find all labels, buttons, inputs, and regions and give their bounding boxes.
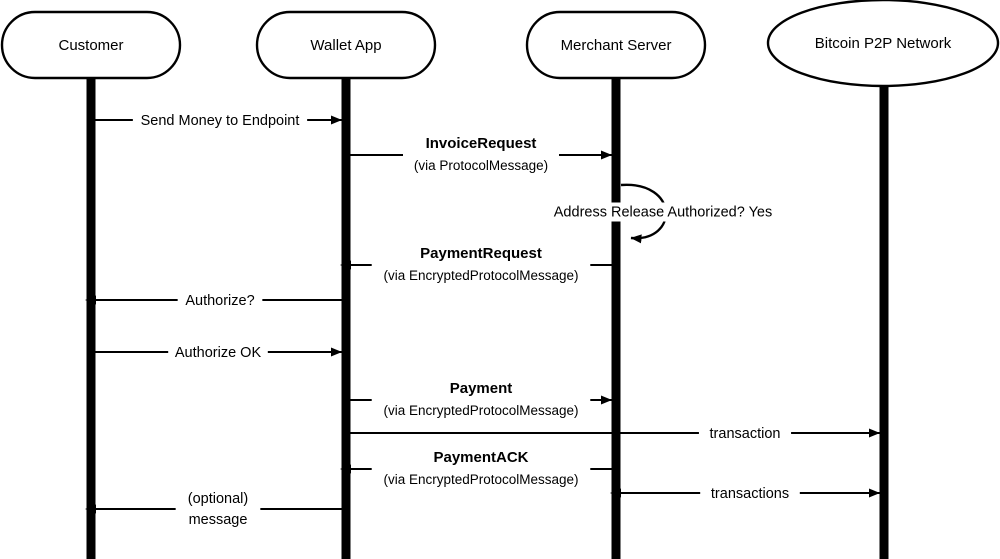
message-label-m7: Payment	[450, 380, 513, 397]
message-label-m6: Authorize OK	[175, 345, 262, 361]
participant-node-wallet[interactable]: Wallet App	[255, 10, 437, 80]
participant-node-bitcoin[interactable]: Bitcoin P2P Network	[766, 0, 1000, 88]
message-line-gap-m9	[371, 466, 591, 472]
message-sublabel-m11: message	[189, 512, 248, 528]
participant-node-customer[interactable]: Customer	[0, 10, 182, 80]
participant-shape-bitcoin	[766, 0, 1000, 88]
message-label-m10: transactions	[711, 486, 789, 502]
message-m9[interactable]: PaymentACK (via EncryptedProtocolMessage)	[340, 449, 612, 487]
message-m10[interactable]: transactions	[610, 483, 880, 503]
message-sublabel-m2: (via ProtocolMessage)	[414, 158, 548, 173]
participant-label-customer: Customer	[58, 37, 123, 54]
message-m2[interactable]: InvoiceRequest (via ProtocolMessage)	[350, 135, 612, 173]
participant-shape-wallet	[255, 10, 437, 80]
message-line-gap-m2	[402, 152, 560, 158]
message-line-gap-m4	[371, 262, 591, 268]
message-m8[interactable]: transaction	[350, 423, 880, 443]
participant-label-bitcoin: Bitcoin P2P Network	[815, 35, 952, 52]
message-sublabel-m7: (via EncryptedProtocolMessage)	[383, 403, 578, 418]
message-label-backdrop-m5	[177, 290, 263, 310]
message-m1[interactable]: Send Money to Endpoint	[95, 110, 342, 130]
message-label-backdrop-m10	[700, 483, 800, 503]
message-label-m3: Address Release Authorized? Yes	[554, 205, 772, 221]
message-label-backdrop-m3	[543, 202, 783, 222]
participant-nodes-layer: Customer Wallet App Merchant Server Bitcoin…	[0, 0, 1000, 88]
message-m3[interactable]: Address Release Authorized? Yes	[543, 183, 783, 244]
participant-label-wallet: Wallet App	[310, 37, 381, 54]
message-label-m11: (optional)	[188, 491, 248, 507]
lifelines-layer	[86, 78, 889, 559]
message-label-m1: Send Money to Endpoint	[141, 113, 300, 129]
message-label-backdrop-m8	[698, 423, 792, 443]
message-label-m4: PaymentRequest	[420, 245, 542, 262]
participant-shape-customer	[0, 10, 182, 80]
message-sublabel-m9: (via EncryptedProtocolMessage)	[383, 472, 578, 487]
message-line-gap-m7	[371, 397, 591, 403]
message-m11[interactable]: (optional) message	[85, 491, 342, 528]
message-m5[interactable]: Authorize?	[85, 290, 342, 310]
message-line-gap-m11	[175, 506, 261, 512]
message-m4[interactable]: PaymentRequest (via EncryptedProtocolMess…	[340, 245, 612, 283]
participant-shape-merchant	[525, 10, 707, 80]
participant-label-merchant: Merchant Server	[561, 37, 672, 54]
message-label-backdrop-m6	[168, 342, 268, 362]
message-m6[interactable]: Authorize OK	[95, 342, 342, 362]
message-sublabel-m4: (via EncryptedProtocolMessage)	[383, 268, 578, 283]
message-m7[interactable]: Payment (via EncryptedProtocolMessage)	[350, 380, 612, 418]
participant-node-merchant[interactable]: Merchant Server	[525, 10, 707, 80]
message-label-backdrop-m1	[132, 110, 308, 130]
message-label-m8: transaction	[710, 426, 781, 442]
message-label-m9: PaymentACK	[433, 449, 528, 466]
message-label-m2: InvoiceRequest	[426, 135, 537, 152]
message-label-m5: Authorize?	[185, 293, 254, 309]
